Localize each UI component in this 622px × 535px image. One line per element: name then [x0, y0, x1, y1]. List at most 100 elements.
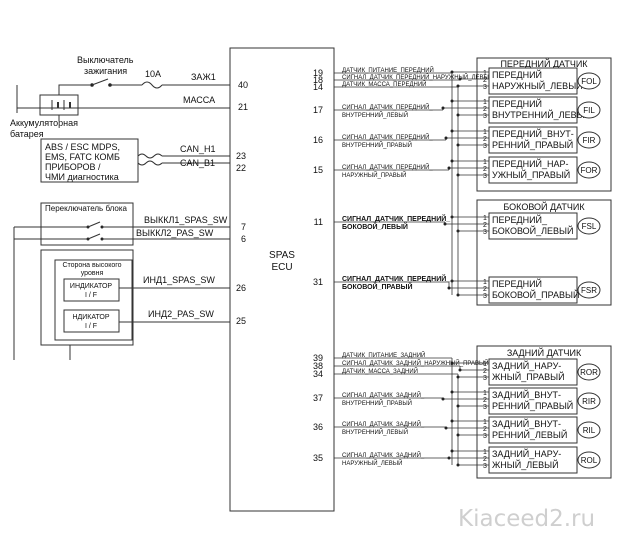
sensor-code: ROR — [580, 368, 598, 377]
junction-dot — [450, 361, 454, 365]
signal-label: БОКОВОЙ_ПРАВЫЙ — [342, 282, 413, 291]
junction-dot — [444, 136, 448, 140]
junction-dot — [450, 70, 454, 74]
ecu-label: SPAS — [269, 250, 295, 261]
sensor-code: RIR — [582, 397, 596, 406]
junction-dot — [450, 99, 454, 103]
sensor-name: РЕННИЙ_ПРАВЫЙ — [492, 139, 573, 150]
sensor-box — [488, 67, 578, 95]
signal-label: ВНУТРЕННИЙ_ПРАВЫЙ — [342, 141, 412, 149]
junction-dot — [456, 375, 460, 379]
sensor-name: ЗАДНИЙ_ВНУТ- — [492, 418, 561, 429]
battery-label: батарея — [10, 129, 44, 139]
connector-pin-number: 3 — [483, 113, 487, 120]
connector-pin-number: 1 — [483, 390, 487, 397]
connector-pin-number: 1 — [483, 99, 487, 106]
indicator1-label: I / F — [85, 292, 97, 299]
sensor-box — [488, 416, 578, 444]
sensor-name: ЗАДНИЙ_НАРУ- — [492, 448, 561, 459]
ind2-signal-label: ИНД2_PAS_SW — [148, 309, 214, 319]
front-sensor-title: ПЕРЕДНИЙ ДАТЧИК — [500, 58, 588, 69]
sensor-name: ПЕРЕДНИЙ_НАР- — [492, 158, 569, 169]
connector-pin-number: 2 — [483, 222, 487, 229]
watermark-text: Kiaceed2.ru — [458, 506, 595, 532]
connector-pin-number: 2 — [483, 368, 487, 375]
sensor-name: ЖНЫЙ_ПРАВЫЙ — [492, 371, 565, 382]
signal-label: ДАТЧИК_МАССА_ПЕРЕДНИЙ — [342, 80, 427, 88]
off1-signal-label: ВЫККЛ1_SPAS_SW — [144, 215, 228, 225]
signal-label: СИГНАЛ_ДАТЧИК_ЗАДНИЙ_ — [342, 391, 425, 399]
junction-dot — [456, 404, 460, 408]
ecu-pin-number: 19 — [313, 68, 323, 78]
sensor-name: ПЕРЕДНИЙ — [492, 98, 542, 109]
junction-dot — [443, 222, 447, 226]
ecu-pin-number: 16 — [313, 135, 323, 145]
ecu-pin-number: 31 — [313, 277, 323, 287]
can-devices-label: ПРИБОРОВ / — [45, 162, 101, 172]
signal-label: ДАТЧИК_МАССА_ЗАДНИЙ — [342, 367, 418, 375]
connector-pin-number: 2 — [483, 77, 487, 84]
sensor-name: ПЕРЕДНИЙ_ — [492, 214, 548, 225]
indicator-side-title: уровня — [81, 270, 104, 277]
ecu-pin-number: 35 — [313, 453, 323, 463]
ecu-pin-number: 18 — [313, 75, 323, 85]
connector-pin-number: 2 — [483, 426, 487, 433]
sensor-name: ПЕРЕДНИЙ_ВНУТ- — [492, 128, 574, 139]
ecu-pin-number: 34 — [313, 369, 323, 379]
junction-dot — [456, 463, 460, 467]
ecu-pin-number: 40 — [238, 80, 248, 90]
fuse-label: 10A — [145, 69, 161, 79]
signal-label: БОКОВОЙ_ЛЕВЫЙ — [342, 222, 408, 231]
connector-pin-number: 3 — [483, 293, 487, 300]
sensor-code: FSL — [582, 222, 597, 231]
sensor-code: FOL — [581, 77, 597, 86]
connector-pin-number: 1 — [483, 159, 487, 166]
connector-pin-number: 1 — [483, 70, 487, 77]
indicator2-label: I / F — [85, 323, 97, 330]
fuse-icon — [141, 81, 163, 89]
signal-label: СИГНАЛ_ДАТЧИК_ПЕРЕДНИЙ_ — [342, 274, 450, 283]
can-b1-label: CAN_B1 — [180, 158, 215, 168]
ecu-pin-number: 21 — [238, 102, 248, 112]
sensor-box — [488, 276, 578, 304]
sensor-code: RIL — [583, 426, 596, 435]
sensor-box — [488, 446, 578, 474]
signal-label: СИГНАЛ_ДАТЧИК_ПЕРЕДНИЙ_ — [342, 214, 450, 223]
ecu-pin-number: 11 — [314, 217, 323, 227]
sensor-name: ЗАДНИЙ_ВНУТ- — [492, 389, 561, 400]
signal-label: СИГНАЛ_ДАТЧИК_ЗАДНИЙ_ — [342, 420, 425, 428]
ecu-pin-number: 6 — [241, 234, 246, 244]
indicator2-label: НДИКАТОР — [72, 314, 109, 321]
junction-dot — [456, 433, 460, 437]
signal-label: СИГНАЛ_ДАТЧИК_ЗАДНИЙ_НАРУЖНЫЙ_ПРАВЫЙ — [342, 359, 489, 367]
indicator1-label: ИНДИКАТОР — [70, 283, 112, 290]
signal-label: НАРУЖНЫЙ_ПРАВЫЙ — [342, 171, 406, 179]
connector-pin-number: 2 — [483, 106, 487, 113]
sensor-name: РЕННИЙ_ЛЕВЫЙ — [492, 429, 567, 440]
sensor-code: FSR — [581, 286, 597, 295]
junction-dot — [450, 390, 454, 394]
signal-label: ВНУТРЕННИЙ_ЛЕВЫЙ — [342, 111, 408, 119]
junction-dot — [450, 419, 454, 423]
connector-pin-number: 3 — [483, 173, 487, 180]
connector-pin-number: 3 — [483, 84, 487, 91]
signal-label: ВНУТРЕННИЙ_ЛЕВЫЙ — [342, 428, 408, 436]
sensor-box — [488, 387, 578, 415]
connector-pin-number: 3 — [483, 433, 487, 440]
junction-dot — [441, 397, 445, 401]
indicator-side-title: Сторона высокого — [62, 262, 121, 269]
sensor-box — [488, 156, 578, 184]
signal-label: СИГНАЛ_ДАТЧИК_ПЕРЕДНИЙ_ — [342, 163, 433, 171]
sensor-name: ПЕРЕДНИЙ — [492, 278, 542, 289]
can-devices-label: ABS / ESC MDPS, — [45, 142, 120, 152]
ecu-label: ECU — [271, 262, 292, 273]
junction-dot — [456, 84, 460, 88]
ecu-pin-number: 25 — [236, 316, 246, 326]
junction-dot — [458, 77, 462, 81]
can-devices-label: EMS, FATC КОМБ — [45, 152, 120, 162]
junction-dot — [458, 368, 462, 372]
sensor-box — [488, 212, 578, 240]
sensor-code: FIL — [583, 106, 595, 115]
connector-pin-number: 2 — [483, 286, 487, 293]
